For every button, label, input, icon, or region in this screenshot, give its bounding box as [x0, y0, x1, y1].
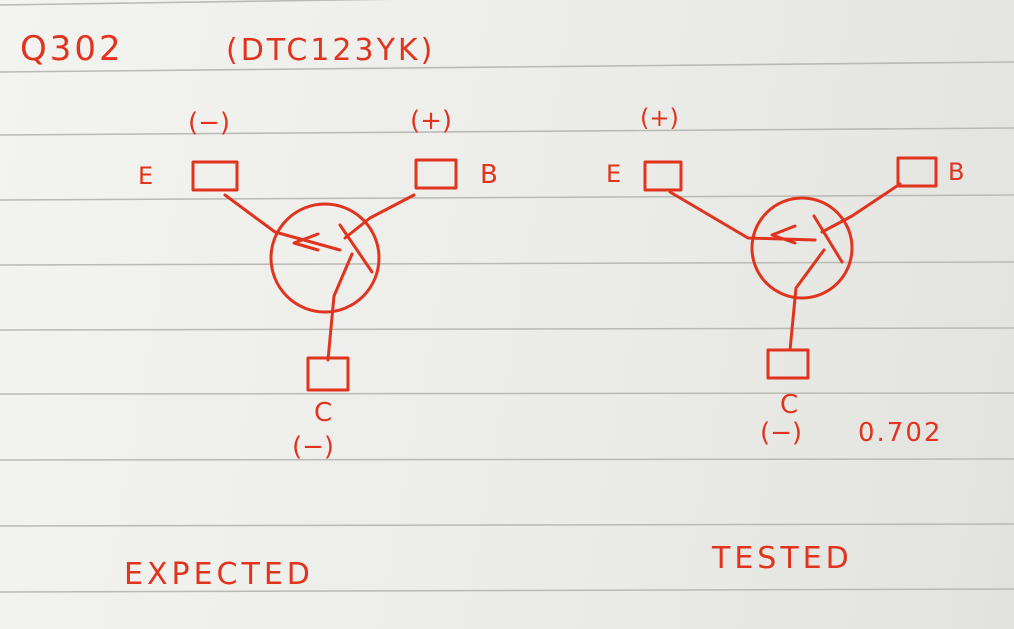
tested-emitter-polarity: (+)	[640, 104, 679, 132]
part-number: (DTC123YK)	[226, 33, 436, 68]
expected-collector-polarity: (−)	[292, 432, 335, 462]
tested-base-bar	[812, 214, 844, 264]
expected-collector-pad	[306, 356, 350, 392]
tested-emitter-arrow	[770, 224, 797, 245]
expected-transistor-body	[269, 202, 381, 314]
expected-emitter-polarity: (−)	[188, 108, 231, 138]
tested-collector-label: C	[780, 390, 799, 420]
tested-base-label: B	[948, 158, 965, 186]
expected-emitter-arrow	[292, 232, 320, 252]
expected-caption: EXPECTED	[124, 557, 314, 592]
tested-collector-polarity: (−)	[760, 418, 803, 448]
tested-caption: TESTED	[712, 541, 853, 576]
expected-transistor	[191, 158, 458, 392]
expected-emitter-label: E	[138, 162, 154, 190]
expected-base-pad	[414, 158, 458, 190]
expected-base-bar	[338, 223, 374, 274]
tested-transistor-body	[750, 196, 854, 300]
expected-base-polarity: (+)	[410, 106, 453, 136]
tested-transistor	[643, 156, 938, 380]
tested-emitter-lead	[668, 190, 817, 242]
expected-emitter-pad	[191, 160, 239, 192]
part-reference: Q302	[20, 29, 124, 69]
tested-emitter-label: E	[606, 160, 622, 188]
expected-base-label: B	[480, 160, 498, 190]
expected-base-lead	[343, 193, 416, 240]
tested-collector-pad	[766, 348, 810, 380]
tested-emitter-pad	[643, 160, 683, 192]
tested-base-lead	[820, 182, 902, 234]
tested-meter-reading: 0.702	[858, 418, 943, 448]
tested-collector-lead	[788, 248, 826, 352]
expected-collector-lead	[326, 252, 354, 362]
expected-collector-label: C	[314, 398, 333, 428]
expected-emitter-lead	[223, 193, 342, 252]
tested-base-pad	[896, 156, 938, 188]
